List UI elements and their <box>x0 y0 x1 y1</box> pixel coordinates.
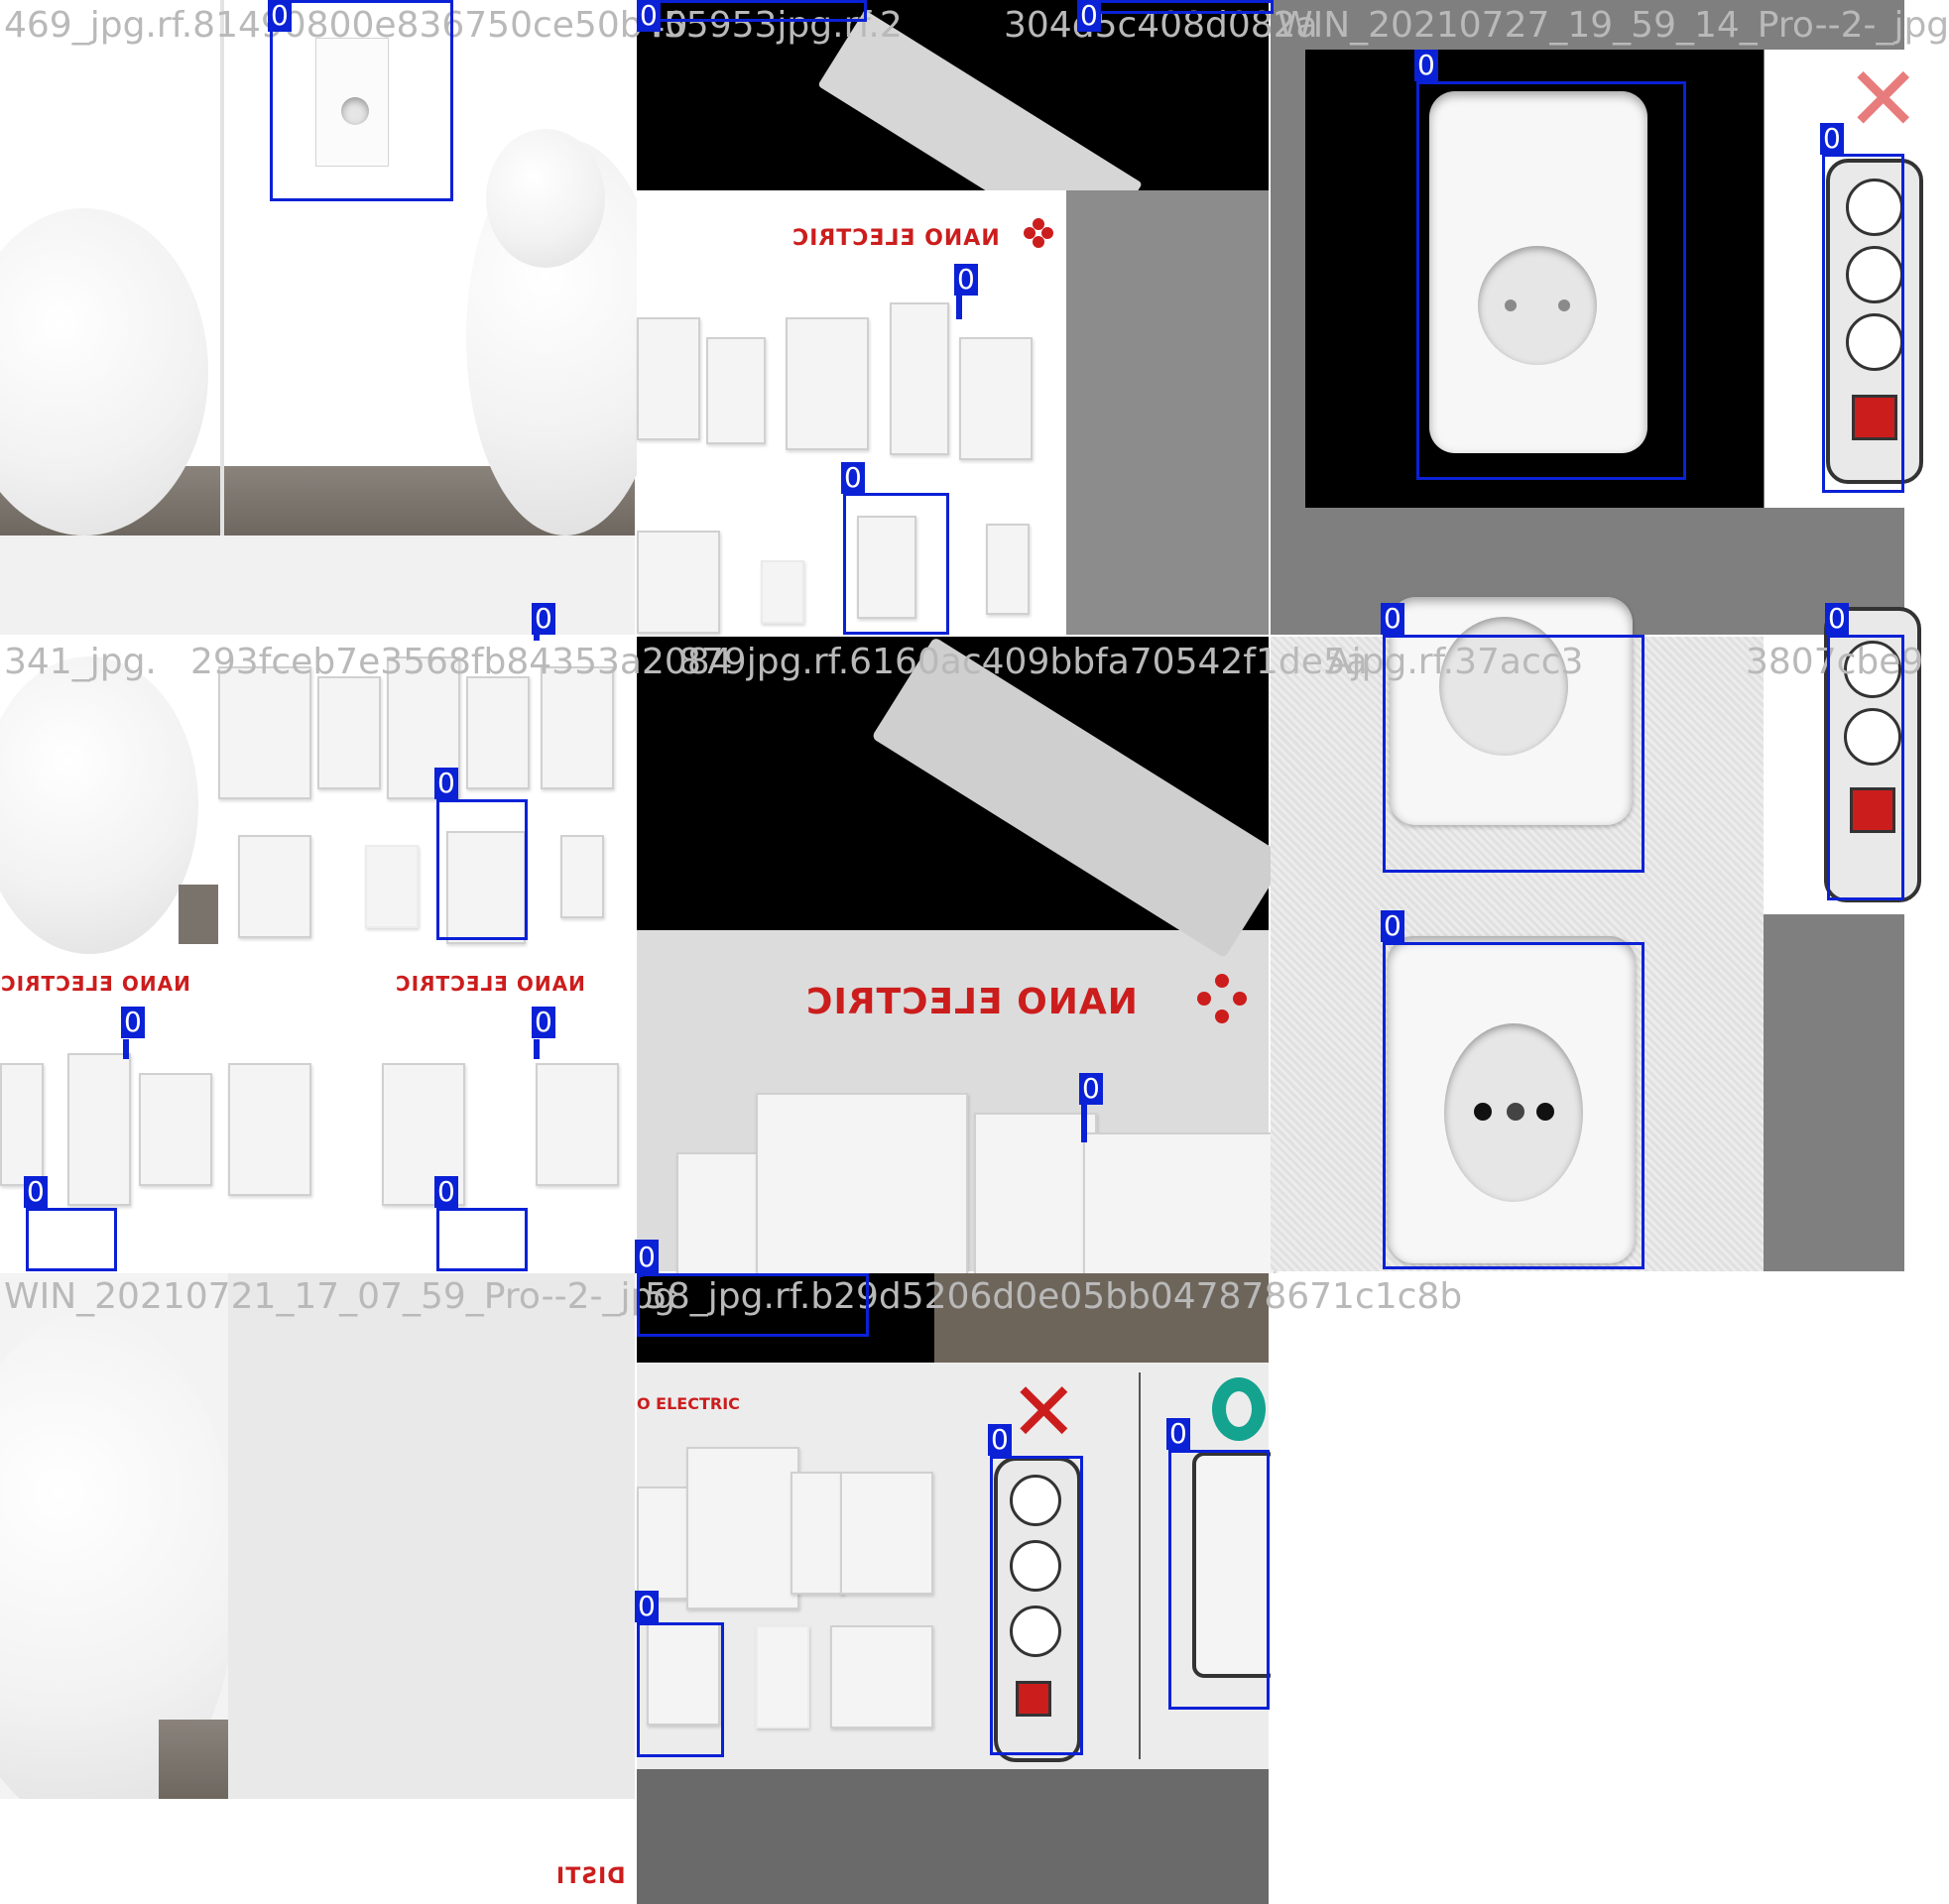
black-background <box>637 1273 934 1363</box>
dimmer-panel <box>560 835 604 918</box>
socket-hole <box>1478 246 1597 365</box>
socket-panel <box>67 1053 131 1206</box>
mosaic-tile-8: O ELECTRIC ✕ <box>637 1273 1279 1904</box>
red-x-icon: ✕ <box>1846 48 1921 152</box>
class-label: 0 <box>841 462 865 494</box>
plain-wall <box>228 1273 635 1799</box>
class-label: 0 <box>1381 603 1404 635</box>
socket-pin <box>1507 1103 1524 1121</box>
switch-panel <box>238 835 311 938</box>
class-label: 0 <box>434 768 458 799</box>
socket-pin <box>1558 299 1570 311</box>
socket-panel <box>840 1472 933 1595</box>
mosaic-tile-4: NANO ELECTRIC NANO ELECTRIC <box>0 637 635 1271</box>
brand-logo-text: NANO ELECTRIC <box>395 972 585 996</box>
socket-panel <box>857 516 916 619</box>
mosaic-tile-5: NANO ELECTRIC <box>637 637 1288 1295</box>
class-label: 0 <box>24 1176 48 1208</box>
class-label: 0 <box>1079 1073 1103 1105</box>
mosaic-tile-7: DISTI <box>0 1273 635 1904</box>
switch-panel <box>959 337 1033 460</box>
socket-pin <box>1474 1103 1492 1121</box>
socket-hole <box>341 97 369 125</box>
socket-panel <box>466 676 530 789</box>
brand-text-fragment: DISTI <box>555 1864 626 1889</box>
class-label: 0 <box>1077 0 1101 32</box>
class-label: 0 <box>532 603 555 635</box>
class-label: 0 <box>635 1242 659 1273</box>
mosaic-tile-9 <box>1271 1273 1904 1904</box>
socket-pin <box>1505 299 1517 311</box>
socket-hole <box>1439 617 1568 756</box>
socket-panel <box>446 831 526 944</box>
socket-panel <box>218 666 311 799</box>
class-label: 0 <box>988 1424 1012 1456</box>
socket-panel <box>761 560 804 624</box>
class-label: 0 <box>1414 50 1438 81</box>
socket-with-plug <box>1192 1452 1279 1678</box>
class-label: 0 <box>954 264 978 296</box>
switch-panel <box>382 1063 465 1206</box>
brand-logo-text: NANO ELECTRIC <box>0 972 190 996</box>
switch-panel <box>686 1447 799 1609</box>
red-x-icon: ✕ <box>1010 1366 1078 1460</box>
floor-area <box>179 885 218 944</box>
switch-panel <box>541 666 614 789</box>
mosaic-tile-3: ✕ <box>1271 0 1923 635</box>
brand-logo-text: O ELECTRIC <box>637 1394 740 1413</box>
switch-panel <box>756 1093 968 1295</box>
socket-panel <box>637 1487 690 1600</box>
dog-body <box>0 656 198 954</box>
switch-panel <box>139 1073 212 1186</box>
gray-fill <box>1066 190 1269 635</box>
dog-body-left <box>0 208 208 536</box>
socket-panel <box>365 845 419 928</box>
socket-panel <box>647 1622 720 1726</box>
socket-panel <box>974 1113 1097 1295</box>
brand-logo-text: NANO ELECTRIC <box>805 982 1138 1022</box>
switch-panel <box>317 676 381 789</box>
power-strip <box>1826 159 1923 484</box>
switch-panel <box>0 1063 44 1186</box>
class-label: 0 <box>121 1007 145 1038</box>
switch-panel <box>830 1625 933 1728</box>
lower-strip <box>0 536 635 635</box>
flower-dots-icon <box>1197 974 1247 1023</box>
power-strip <box>1824 607 1921 902</box>
power-strip <box>994 1457 1081 1762</box>
class-label: 0 <box>635 1591 659 1622</box>
divider-line <box>1139 1372 1141 1759</box>
flower-dots-icon <box>1024 218 1053 248</box>
class-label: 0 <box>1820 123 1844 155</box>
mosaic-tile-6 <box>1271 597 1921 1271</box>
class-label: 0 <box>532 1007 555 1038</box>
mosaic-tile-2: NANO ELECTRIC <box>637 0 1269 635</box>
white-background <box>0 1799 635 1904</box>
class-label: 0 <box>1166 1418 1190 1450</box>
mosaic-tile-1 <box>0 0 665 635</box>
socket-pin <box>1536 1103 1554 1121</box>
floor-area <box>159 1720 228 1799</box>
class-label: 0 <box>268 0 292 32</box>
brand-logo-text: NANO ELECTRIC <box>792 226 1000 251</box>
tile-seam <box>220 0 224 536</box>
switch-panel <box>786 317 869 450</box>
class-label: 0 <box>434 1176 458 1208</box>
class-label: 0 <box>1381 910 1404 942</box>
switch-panel <box>637 317 700 440</box>
socket-panel <box>756 1625 809 1728</box>
switch-panel <box>637 531 720 634</box>
socket-panel <box>890 302 949 455</box>
green-ring-icon <box>1212 1377 1266 1441</box>
dimmer-panel <box>986 524 1030 615</box>
switch-panel <box>1083 1132 1276 1295</box>
switch-panel <box>536 1063 619 1186</box>
socket-panel <box>228 1063 311 1196</box>
photo-strip <box>934 1273 1269 1363</box>
class-label: 0 <box>1825 603 1849 635</box>
class-label: 0 <box>637 0 661 32</box>
dog-head <box>486 129 605 268</box>
switch-panel <box>791 1472 844 1595</box>
switch-panel <box>706 337 766 444</box>
